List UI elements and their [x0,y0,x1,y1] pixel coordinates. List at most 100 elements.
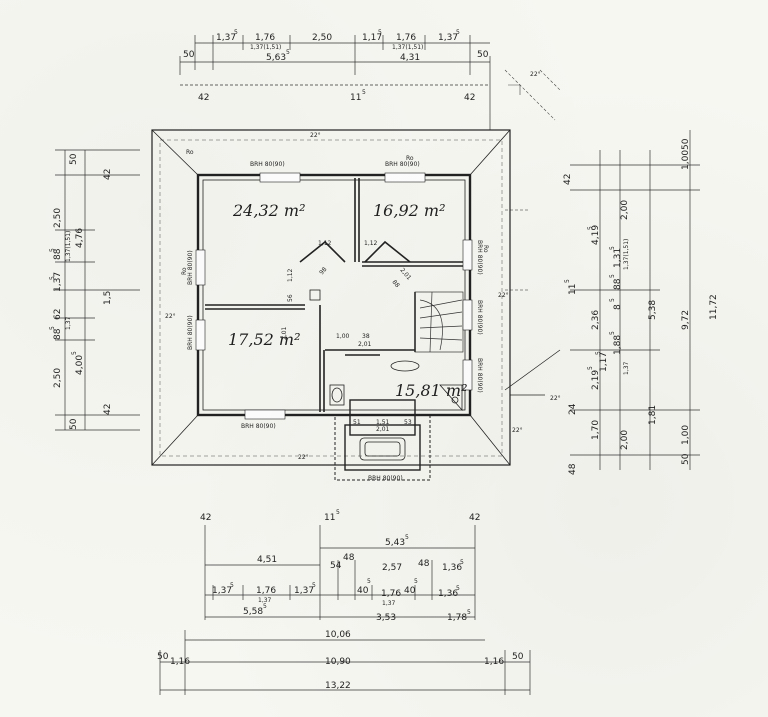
svg-text:2,19: 2,19 [591,370,601,390]
svg-text:1,37(1,51): 1,37(1,51) [65,231,72,262]
top-dimension-chains [179,35,491,130]
svg-text:5: 5 [49,326,56,330]
window-label-bottom-center: BRH 80(90) [368,475,403,482]
bottom-dim-r42: 42 [469,513,480,523]
svg-text:1,37: 1,37 [258,597,272,604]
bottom-dim-m: 40 [404,586,416,596]
svg-text:4,76: 4,76 [75,228,85,248]
top-dim-right-50: 50 [477,50,489,60]
int-dim-10: 1,51 [376,419,390,426]
bottom-dim-f: 48 [418,559,430,569]
stairs [414,291,464,353]
bottom-dim-h: 1,37 [212,586,232,596]
svg-text:98: 98 [318,266,328,276]
svg-text:5: 5 [609,331,616,335]
int-dim-6: 1,00 [336,333,350,340]
bottom-dim-l: 1,76 [381,589,401,599]
bottom-dim-v: 1,16 [484,657,504,667]
svg-text:48: 48 [568,463,578,475]
bottom-dim-d: 48 [343,553,355,563]
svg-text:2,50: 2,50 [53,208,63,228]
top-dim-b: 1,76 [255,33,275,43]
svg-text:5: 5 [378,29,382,36]
svg-text:42: 42 [103,169,113,180]
bottom-dim-c: 54 [330,561,342,571]
top-dim-right-42: 42 [464,93,475,103]
windows [195,172,473,420]
svg-text:5: 5 [49,276,56,280]
window-label-bottom-left: BRH 80(90) [241,423,276,430]
angle-left: 22° [165,313,176,320]
bottom-dim-r: 10,06 [325,630,351,640]
svg-text:1,81: 1,81 [648,405,658,425]
top-dim-d: 1,17 [362,33,382,43]
svg-text:5: 5 [609,298,616,302]
window-label-top-left: Ro [186,149,194,156]
right-dimension-chains [570,130,700,470]
int-dim-7: 38 [362,333,370,340]
top-dim-g: 5,63 [266,53,286,63]
svg-text:5: 5 [230,582,234,589]
svg-text:88: 88 [53,328,63,340]
svg-text:1,17: 1,17 [599,352,609,372]
svg-text:5: 5 [587,366,594,370]
svg-text:BRH 80(90): BRH 80(90) [187,250,194,285]
window-label-top-right: Ro [406,155,414,162]
svg-text:50: 50 [681,138,691,150]
svg-text:50: 50 [69,418,79,430]
svg-text:50: 50 [681,453,691,465]
svg-text:1,5: 1,5 [103,291,113,305]
bottom-dim-p: 3,53 [376,613,396,623]
svg-text:BRH 80(90): BRH 80(90) [476,300,483,335]
exterior-walls [196,173,472,417]
bottom-dim-o: 5,58 [243,607,263,617]
svg-text:1,70: 1,70 [591,420,601,440]
svg-text:9,72: 9,72 [681,310,691,330]
roof-overhang-top-right [504,69,561,121]
svg-text:11: 11 [568,284,578,295]
svg-text:5: 5 [263,603,267,610]
top-dim-a: 1,37 [216,33,236,43]
svg-text:BRH 80(90): BRH 80(90) [250,161,285,168]
svg-text:5: 5 [312,582,316,589]
bottom-dim-j: 1,37 [294,586,314,596]
svg-text:1,12: 1,12 [287,268,294,282]
room-area-bedroom-1: 24,32 m² [232,201,305,220]
svg-text:1,88: 1,88 [613,335,623,355]
top-dim-e: 1,76 [396,33,416,43]
bottom-dim-a: 4,51 [257,555,277,565]
bottom-dim-q: 1,78 [447,613,467,623]
top-dim-h: 4,31 [400,53,420,63]
svg-text:2,50: 2,50 [53,368,63,388]
svg-text:BRH 80(90): BRH 80(90) [476,240,483,275]
svg-text:2,00: 2,00 [620,200,630,220]
top-dim-mid: 11 [350,93,361,103]
bottom-dim-k: 40 [357,586,369,596]
window-label-left-wall: Ro [181,267,188,275]
bottom-dim-w: 50 [512,652,524,662]
svg-text:5: 5 [405,534,409,541]
bottom-dim-l42: 42 [200,513,211,523]
bay-window [334,414,431,481]
svg-text:5: 5 [609,274,616,278]
svg-text:5: 5 [609,246,616,250]
svg-text:BRH 80(90): BRH 80(90) [385,161,420,168]
svg-text:BRH 80(90): BRH 80(90) [187,315,194,350]
svg-text:BRH 80(90): BRH 80(90) [476,358,483,393]
window-label-right-wall: Ro [482,245,489,253]
svg-text:5: 5 [456,585,460,592]
svg-text:2,01: 2,01 [398,267,412,282]
svg-text:1,00: 1,00 [681,150,691,170]
bottom-dim-e: 2,57 [382,563,402,573]
top-dim-c: 2,50 [312,33,332,43]
bottom-dim-g: 1,36 [442,563,462,573]
svg-text:5: 5 [587,226,594,230]
svg-text:88: 88 [390,279,400,289]
bottom-dim-x: 13,22 [325,681,351,691]
interior-walls [205,178,465,412]
bottom-dim-i: 1,76 [256,586,276,596]
svg-text:5: 5 [336,509,340,516]
bottom-dim-t: 1,16 [170,657,190,667]
svg-text:1,37: 1,37 [65,316,72,330]
svg-text:88: 88 [53,248,63,260]
